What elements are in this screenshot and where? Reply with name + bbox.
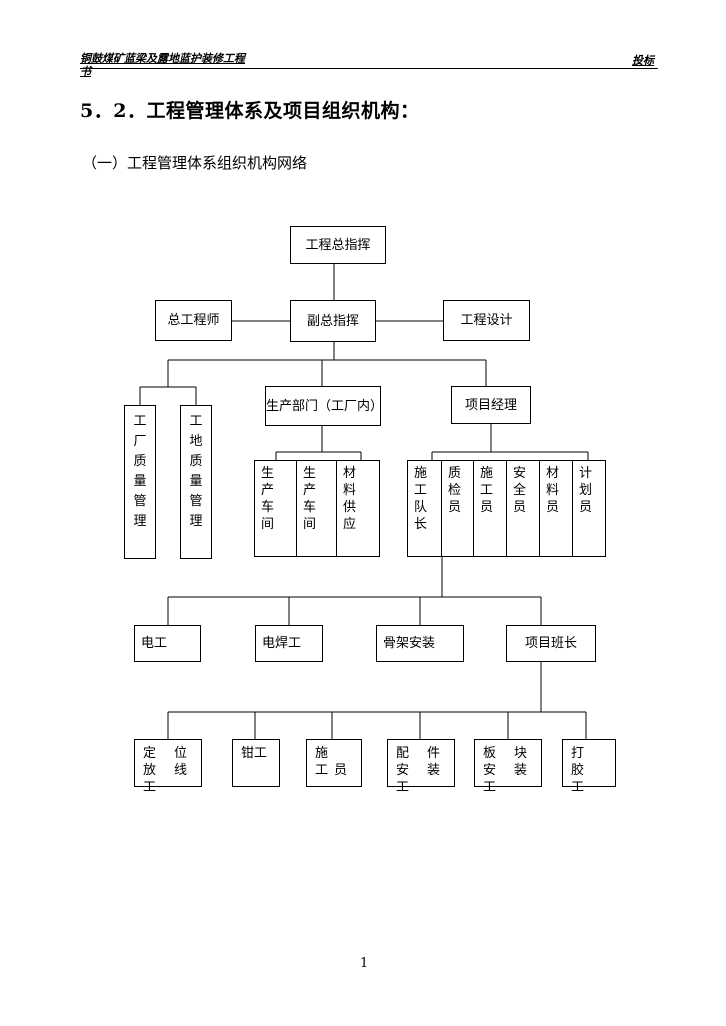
org-box-chief-engineer: 总工程师 [155,300,232,341]
org-box-workshop-2-label: 生产车间 [303,466,317,532]
org-box-constructor: 施 工员 [306,739,362,787]
org-box-material-supply: 材料供应 [336,460,380,557]
org-box-pm: 项目经理 [451,386,531,424]
org-box-team-leader: 施工队长 [407,460,443,557]
org-box-design: 工程设计 [443,300,530,341]
org-box-construction-staff: 施工员 [473,460,508,557]
org-box-panel-install-label: 板块安装工 [483,746,533,795]
header-left-text: 铜鼓煤矿蓝梁及露地蓝护装修工程书 [80,52,245,78]
org-box-gluer: 打 胶工 [562,739,616,795]
org-box-top: 工程总指挥 [290,226,386,264]
org-box-construction-staff-label: 施工员 [480,466,494,515]
org-box-panel-install: 板块安装工 [474,739,542,795]
org-box-site-qc-label: 工地质量管理 [189,414,203,529]
org-box-locate: 定位放线工 [134,739,202,795]
org-box-material-staff: 材料员 [539,460,574,557]
org-box-factory-qc: 工厂质量管理 [124,405,156,559]
org-box-safety-staff: 安全员 [506,460,541,557]
org-box-qc-staff-label: 质检员 [448,466,462,515]
org-box-workshop-1-label: 生产车间 [261,466,275,532]
org-box-material-staff-label: 材料员 [546,466,560,515]
org-box-deputy: 副总指挥 [290,300,376,342]
header-rule [80,68,658,69]
org-box-frame-install: 骨架安装 [376,625,464,662]
org-box-plan-staff: 计划员 [572,460,606,557]
org-box-material-supply-label: 材料供应 [343,466,357,532]
org-box-fitter: 钳工 [232,739,280,787]
sub-title: （一）工程管理体系组织机构网络 [82,154,308,172]
org-box-factory-qc-label: 工厂质量管理 [133,414,147,529]
org-box-foreman: 项目班长 [506,625,596,662]
org-box-welder: 电焊工 [255,625,323,662]
org-box-electrician: 电工 [134,625,201,662]
org-box-qc-staff: 质检员 [441,460,475,557]
org-box-workshop-1: 生产车间 [254,460,298,557]
org-box-fitting-install: 配件安装工 [387,739,455,795]
org-box-locate-label: 定位放线工 [143,746,193,795]
org-box-gluer-label: 打 胶工 [571,746,601,795]
org-box-production: 生产部门（工厂内） [265,386,383,426]
section-title: 5．2．工程管理体系及项目组织机构： [80,100,420,122]
header-right-text: 投标 [632,54,654,67]
org-box-constructor-label: 施 工员 [315,746,354,778]
page-number: 1 [360,956,369,971]
org-box-team-leader-label: 施工队长 [414,466,428,532]
org-box-safety-staff-label: 安全员 [513,466,527,515]
org-box-plan-staff-label: 计划员 [579,466,593,515]
org-box-fitting-install-label: 配件安装工 [396,746,446,795]
org-box-workshop-2: 生产车间 [296,460,338,557]
org-box-site-qc: 工地质量管理 [180,405,212,559]
org-box-fitter-label: 钳工 [241,746,268,761]
